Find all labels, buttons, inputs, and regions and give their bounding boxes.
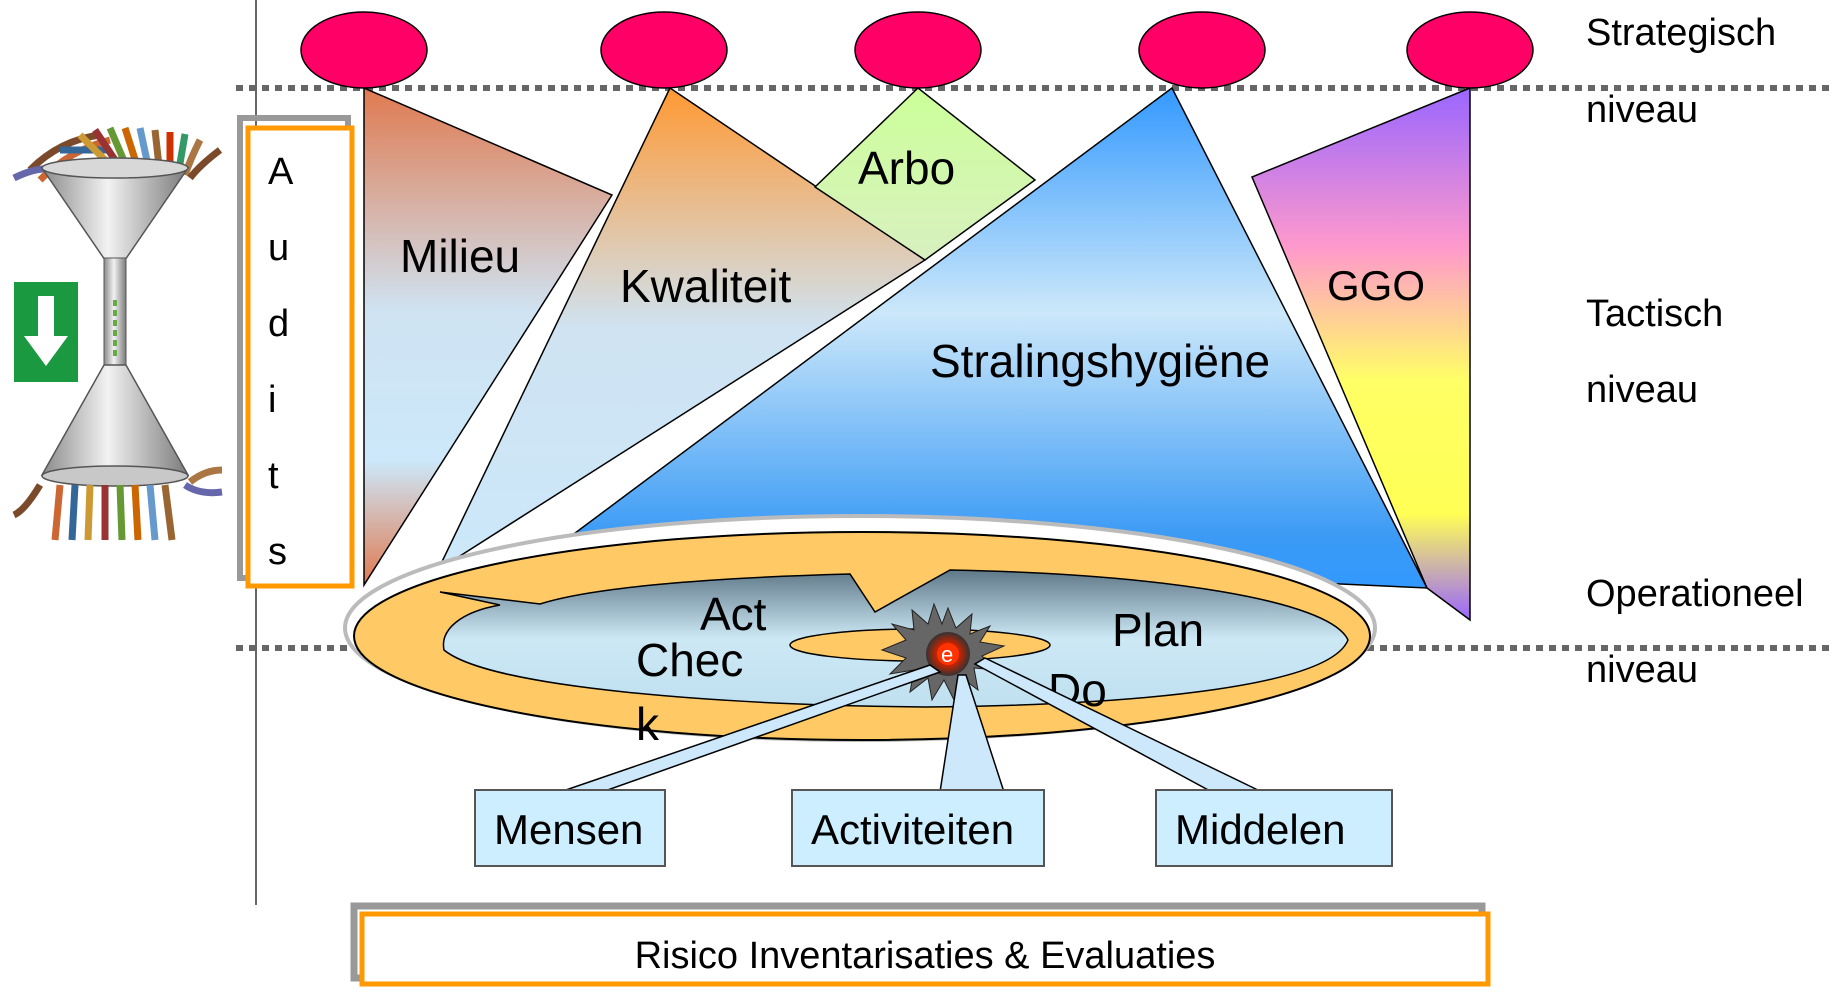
level-tactical-1: Tactisch [1586, 293, 1723, 335]
audits-letter-i: i [268, 379, 276, 421]
box-activiteiten [791, 789, 1045, 867]
label-mensen: Mensen [494, 806, 643, 853]
label-act: Act [700, 588, 767, 640]
label-milieu: Milieu [400, 230, 520, 282]
funnel-cables-icon [12, 126, 223, 541]
audits-letter-d: d [268, 303, 289, 345]
level-operational-1: Operationeel [1586, 573, 1804, 615]
label-straling: Stralingshygiëne [930, 335, 1270, 387]
audits-frame [245, 125, 355, 589]
label-arbo: Arbo [858, 142, 955, 194]
box-mensen [474, 789, 666, 867]
label-middelen: Middelen [1175, 806, 1345, 853]
box-middelen [1155, 789, 1393, 867]
label-check-1: Chec [636, 634, 743, 686]
strategic-node-kwaliteit [600, 11, 728, 89]
level-operational-2: niveau [1586, 649, 1698, 691]
rie-label: Risico Inventarisaties & Evaluaties [635, 935, 1216, 977]
audits-letter-t: t [268, 455, 279, 497]
level-strategic-2: niveau [1586, 89, 1698, 131]
kwaliteit-triangle [436, 86, 927, 573]
label-plan: Plan [1112, 604, 1204, 656]
strategic-node-straling [1138, 11, 1266, 89]
strategic-node-arbo [854, 11, 982, 89]
arbo-triangle [813, 87, 1037, 261]
audits-letter-a: A [268, 151, 294, 193]
audits-letter-u: u [268, 227, 289, 269]
milieu-triangle [363, 86, 614, 588]
pdca-core-dot [937, 643, 959, 665]
strategic-node-ggo [1406, 11, 1534, 89]
audits-letter-s: s [268, 531, 287, 573]
label-ggo: GGO [1327, 262, 1425, 309]
label-kwaliteit: Kwaliteit [620, 260, 792, 312]
label-check-2: k [636, 698, 660, 750]
level-strategic-1: Strategisch [1586, 12, 1776, 54]
down-arrow-icon [14, 282, 78, 382]
strategic-node-milieu [300, 11, 428, 89]
rie-frame [359, 911, 1491, 987]
level-tactical-2: niveau [1586, 369, 1698, 411]
ggo-triangle [1251, 86, 1471, 622]
pdca-core-label: e [941, 642, 953, 667]
label-activiteiten: Activiteiten [811, 806, 1014, 853]
